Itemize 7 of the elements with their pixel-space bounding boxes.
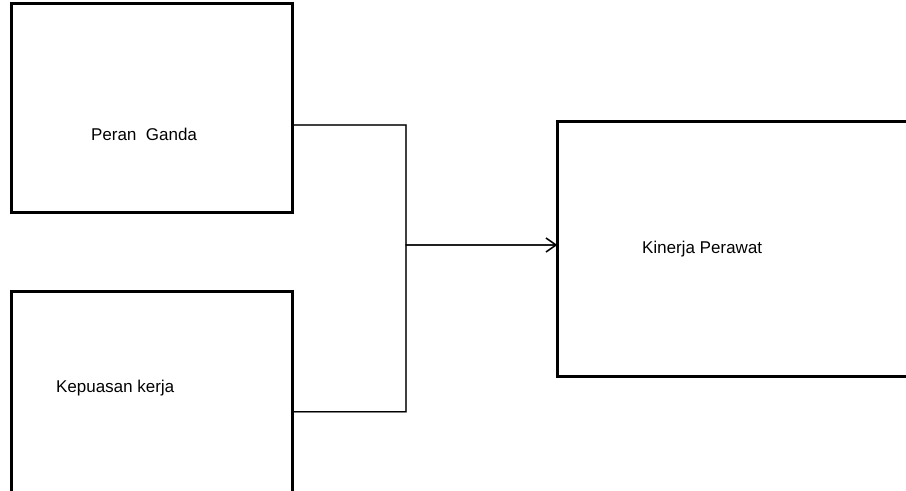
concept-box	[10, 290, 294, 491]
box-label: Kinerja Perawat	[642, 238, 762, 258]
concept-box	[10, 2, 294, 214]
concept-box	[556, 120, 906, 378]
box-label: Peran Ganda	[91, 125, 197, 145]
box-label: Kepuasan kerja	[56, 377, 174, 397]
connector-arrow	[293, 237, 557, 413]
